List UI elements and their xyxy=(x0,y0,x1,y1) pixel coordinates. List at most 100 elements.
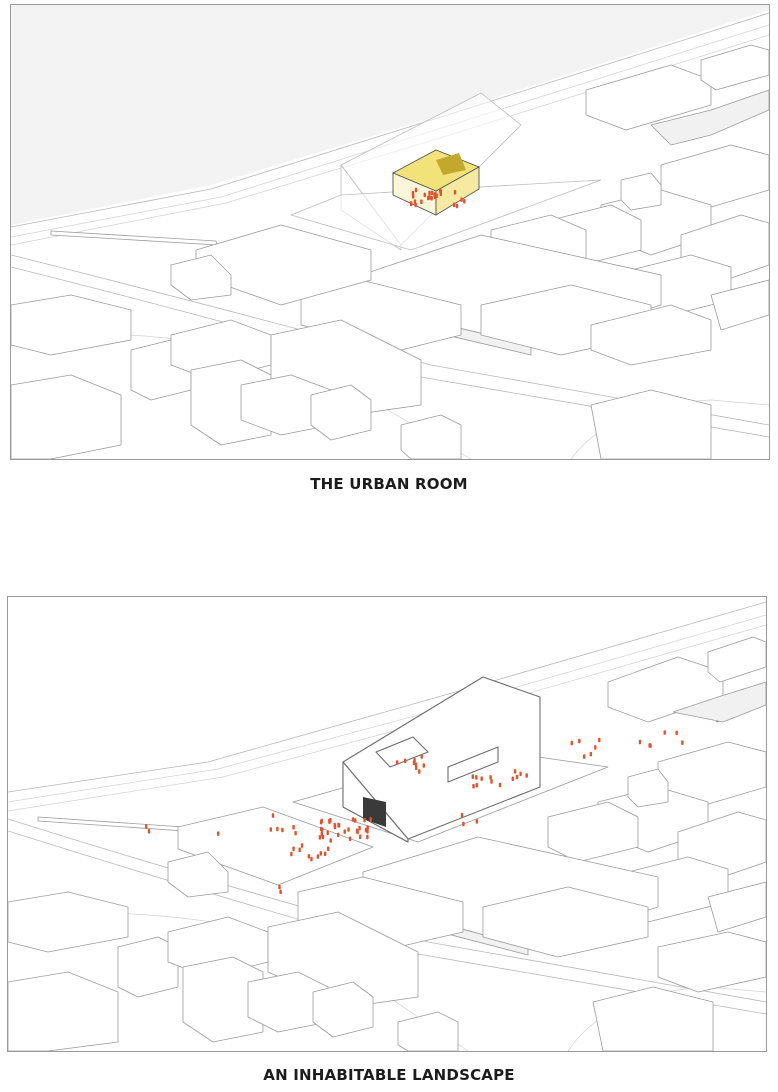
person-figure xyxy=(292,825,295,830)
person-figure xyxy=(490,779,493,784)
buildings-left-top xyxy=(11,294,712,459)
person-figure xyxy=(354,818,357,823)
sky-area xyxy=(11,5,769,225)
urban-room-box xyxy=(391,149,481,216)
person-figure xyxy=(328,819,331,824)
person-figure xyxy=(278,884,281,890)
person-figure xyxy=(649,743,652,748)
person-figure xyxy=(348,836,352,841)
person-figure xyxy=(316,854,320,859)
person-figure xyxy=(453,202,456,207)
person-figure xyxy=(511,776,514,781)
person-figure xyxy=(276,826,279,832)
caption-urban-room: THE URBAN ROOM xyxy=(310,475,468,493)
caption-inhabitable-landscape: AN INHABITABLE LANDSCAPE xyxy=(263,1066,515,1084)
person-figure xyxy=(427,195,430,201)
person-figure xyxy=(462,821,465,827)
person-figure xyxy=(366,825,369,830)
person-figure xyxy=(423,192,426,198)
person-figure xyxy=(359,834,362,839)
person-figure xyxy=(428,190,431,196)
people-group-bottom xyxy=(145,711,719,894)
person-figure xyxy=(337,832,340,838)
person-figure xyxy=(279,889,282,894)
person-figure xyxy=(413,758,416,763)
inhabitable-landscape-diagram xyxy=(7,596,767,1052)
person-figure xyxy=(292,846,295,851)
person-figure xyxy=(475,775,478,780)
person-figure xyxy=(589,751,592,757)
person-figure xyxy=(439,191,442,196)
person-figure xyxy=(147,829,151,834)
main-entrance xyxy=(363,797,386,827)
person-figure xyxy=(271,813,275,818)
person-figure xyxy=(307,854,311,859)
person-figure xyxy=(471,774,474,779)
person-figure xyxy=(319,851,322,856)
person-figure xyxy=(475,819,479,824)
urban-room-drawing xyxy=(11,5,769,459)
buildings-center-top xyxy=(170,224,712,366)
person-figure xyxy=(418,769,421,774)
person-figure xyxy=(519,771,522,777)
person-figure xyxy=(681,740,684,745)
person-figure xyxy=(333,824,337,830)
person-figure xyxy=(329,838,332,843)
person-figure xyxy=(323,851,327,856)
inhabitable-landscape-drawing xyxy=(8,601,766,1051)
person-figure xyxy=(326,830,329,835)
person-figure xyxy=(480,776,483,781)
person-figure xyxy=(413,199,417,204)
person-figure xyxy=(347,827,350,832)
person-figure xyxy=(281,827,284,833)
person-figure xyxy=(310,856,313,862)
person-figure xyxy=(578,738,581,744)
person-figure xyxy=(410,201,413,207)
person-figure xyxy=(327,846,330,851)
person-figure xyxy=(420,199,423,204)
people-group-top xyxy=(409,187,466,209)
person-figure xyxy=(675,730,678,736)
person-figure xyxy=(583,754,586,759)
person-figure xyxy=(475,782,478,788)
person-figure xyxy=(422,763,425,768)
rail-line-2 xyxy=(8,624,766,812)
person-figure xyxy=(356,829,359,835)
main-building xyxy=(342,676,541,843)
person-figure xyxy=(145,824,148,829)
person-figure xyxy=(472,783,475,789)
person-figure xyxy=(366,829,369,834)
person-figure xyxy=(290,851,293,857)
person-figure xyxy=(412,194,415,199)
urban-room-diagram xyxy=(10,4,770,460)
person-figure xyxy=(294,830,297,836)
person-figure xyxy=(318,835,322,840)
rail-line xyxy=(11,24,769,238)
person-figure xyxy=(460,812,464,818)
person-figure xyxy=(570,740,573,746)
person-figure xyxy=(351,817,355,822)
person-figure xyxy=(430,196,433,201)
buildings-center-bottom xyxy=(167,836,659,958)
person-figure xyxy=(415,765,418,770)
terrace-plate xyxy=(177,806,374,886)
person-figure xyxy=(663,730,666,735)
person-figure xyxy=(396,760,399,765)
person-figure xyxy=(420,754,423,759)
buildings-right-top xyxy=(490,44,769,331)
person-figure xyxy=(337,822,340,828)
person-figure xyxy=(460,197,463,202)
person-figure xyxy=(320,818,323,824)
person-figure xyxy=(433,192,436,197)
buildings-left-bottom xyxy=(8,891,766,1051)
person-figure xyxy=(269,827,272,832)
pier xyxy=(50,230,218,246)
person-figure xyxy=(414,187,418,193)
person-figure xyxy=(638,739,642,745)
person-figure xyxy=(298,847,301,852)
person-figure xyxy=(455,203,459,209)
person-figure xyxy=(489,775,492,780)
person-figure xyxy=(463,199,466,204)
rail-line xyxy=(8,614,766,803)
person-figure xyxy=(366,834,369,840)
